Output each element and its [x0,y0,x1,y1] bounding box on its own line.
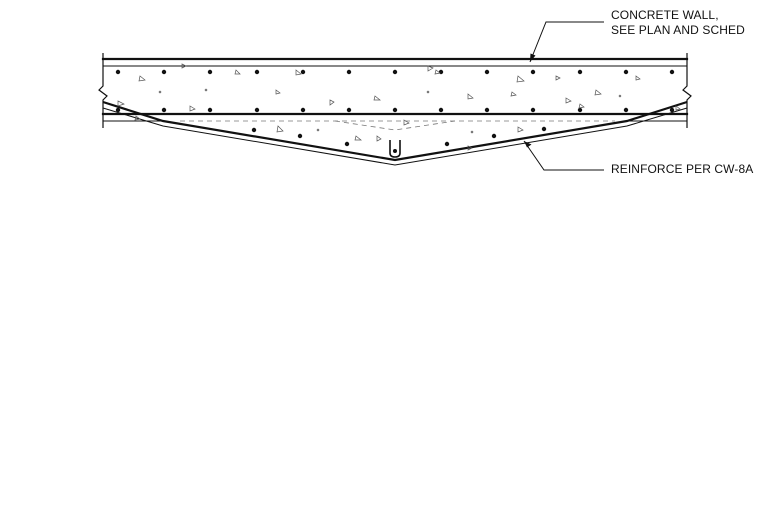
rebar-dot [623,69,629,75]
concrete-stipple [117,63,681,151]
aggregate-mark [635,75,641,81]
aggregate-mark [516,75,525,83]
rebar-dot [115,69,121,75]
aggregate-mark [675,105,681,111]
rebar-dot [577,107,583,113]
aggregate-mark [117,100,125,107]
aggregate-mark [275,89,281,95]
rebar-dot [541,126,547,132]
aggregate-mark [234,69,241,75]
rebar-dot [491,133,497,139]
rebar-dot [254,107,260,113]
leader-wall-arrowhead [530,53,536,62]
haunch-outer-face [102,100,688,162]
aggregate-mark [329,99,335,106]
break-line-left [98,53,108,128]
rebar-dot [392,107,398,113]
aggregate-mark [189,105,196,112]
u-bar [389,140,401,158]
hidden-lines [180,120,615,131]
top-bar-row [115,69,675,75]
aggregate-mark [427,65,434,72]
rebar-dot [444,141,450,147]
u-bar-dot [393,149,397,153]
hidden-line-vee [334,120,456,131]
u-bar-shape [389,140,401,158]
haunch-outline [102,100,688,166]
aggregate-speck [426,90,430,94]
reinforcing-bars [115,69,675,147]
aggregate-mark [434,69,441,75]
aggregate-mark [467,93,474,100]
rebar-dot [530,107,536,113]
aggregate-mark [134,115,141,121]
rebar-dot [207,69,213,75]
rebar-dot [530,69,536,75]
rebar-dot [207,107,213,113]
aggregate-mark [373,95,381,101]
aggregate-mark [517,126,524,133]
aggregate-mark [376,135,382,142]
leader-lines [523,21,604,171]
rebar-dot [392,69,398,75]
rebar-dot [577,69,583,75]
aggregate-speck [316,128,320,132]
aggregate-mark [510,91,517,97]
rebar-dot [300,107,306,113]
rebar-dot [297,133,303,139]
concrete-wall-note: CONCRETE WALL, SEE PLAN AND SCHED [611,8,745,38]
aggregate-mark [138,75,146,82]
rebar-dot [251,127,257,133]
rebar-dot [300,69,306,75]
aggregate-mark [565,97,572,104]
rebar-dot [669,107,675,113]
aggregate-speck [158,90,162,94]
aggregate-mark [467,145,473,151]
haunch-outer-face-2 [102,107,688,166]
aggregate-mark [276,125,284,133]
wall-outline [101,57,689,122]
aggregate-mark [403,119,410,126]
break-line-right [682,53,692,128]
rebar-dot [623,107,629,113]
rebar-dot [161,107,167,113]
aggregate-mark [578,103,585,109]
rebar-dot [669,69,675,75]
rebar-dot [346,69,352,75]
aggregate-speck [470,130,474,134]
leader-wall [529,21,604,63]
concrete-wall-note-line-1: CONCRETE WALL, [611,8,719,22]
rebar-dot [438,69,444,75]
leader-reinforce [523,140,604,171]
reinforce-note: REINFORCE PER CW-8A [611,162,754,176]
aggregate-mark [555,75,561,81]
rebar-dot [254,69,260,75]
break-lines [98,53,692,128]
rebar-dot [438,107,444,113]
aggregate-mark [295,69,302,76]
rebar-dot [115,107,121,113]
rebar-dot [484,107,490,113]
aggregate-mark [181,63,187,69]
rebar-dot [484,69,490,75]
leader-reinforce-arrowhead [524,141,532,148]
rebar-dot [346,107,352,113]
rebar-dot [344,141,350,147]
aggregate-mark [354,135,362,141]
bottom-bar-row [115,107,675,113]
concrete-wall-note-line-2: SEE PLAN AND SCHED [611,23,745,37]
aggregate-mark [594,89,602,96]
aggregate-speck [204,88,208,92]
rebar-dot [161,69,167,75]
aggregate-speck [618,94,622,98]
haunch-bar-row [251,126,547,147]
